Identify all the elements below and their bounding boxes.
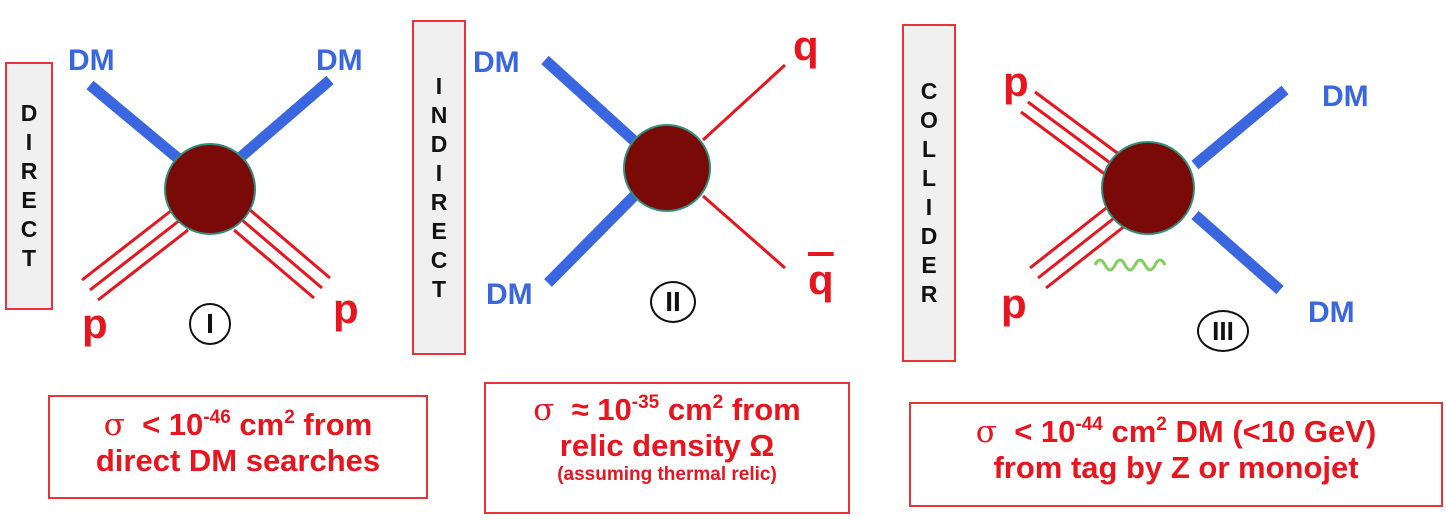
particle-label-dm: DM — [316, 44, 363, 77]
quark-line — [701, 63, 787, 142]
particle-label-dm: DM — [1322, 80, 1369, 113]
category-label-indirect: I N D I R E C T — [412, 20, 466, 355]
category-label-direct: D I R E C T — [5, 62, 53, 310]
antiquark-line — [702, 194, 786, 270]
cross-section-line: σ ≈ 10-35 cm2 from — [533, 392, 801, 428]
cross-section-source: direct DM searches — [95, 443, 381, 478]
proton-line — [1020, 90, 1121, 177]
cross-section-line: σ < 10-46 cm2 from — [103, 407, 373, 443]
particle-label-proton: p — [1003, 58, 1029, 105]
dm-line — [1191, 85, 1289, 170]
particle-label-dm: DM — [486, 278, 533, 311]
dm-line — [86, 80, 196, 175]
diagram-direct — [81, 75, 334, 302]
particle-label-dm: DM — [1308, 296, 1355, 329]
cross-section-source: from tag by Z or monojet — [993, 450, 1359, 485]
proton-line — [1029, 203, 1127, 290]
cross-section-source: relic density Ω — [559, 428, 775, 463]
cross-section-box-collider: σ < 10-44 cm2 DM (<10 GeV) from tag by Z… — [909, 402, 1443, 507]
interaction-vertex — [1101, 141, 1195, 235]
diagram-number-badge: III — [1197, 310, 1249, 352]
diagram-indirect — [541, 55, 787, 287]
cross-section-line: σ < 10-44 cm2 DM (<10 GeV) — [975, 414, 1377, 450]
antiquark-symbol: q — [808, 256, 834, 303]
particle-label-dm: DM — [473, 46, 520, 79]
particle-label-proton: p — [333, 285, 359, 332]
gluon-line — [1093, 258, 1167, 272]
diagram-collider — [1020, 85, 1289, 295]
proton-line — [81, 208, 189, 302]
dm-line — [224, 75, 334, 173]
particle-label-quark: q — [793, 22, 819, 69]
proton-line — [233, 208, 331, 300]
dm-line — [541, 55, 646, 153]
dm-line — [544, 184, 646, 287]
interaction-vertex — [623, 124, 711, 212]
particle-label-antiquark: q — [808, 256, 834, 304]
category-label-collider: C O L L I D E R — [902, 24, 956, 362]
cross-section-box-indirect: σ ≈ 10-35 cm2 from relic density Ω (assu… — [484, 382, 850, 514]
cross-section-note: (assuming thermal relic) — [557, 464, 777, 485]
dm-line — [1191, 210, 1284, 295]
diagram-number-badge: I — [189, 303, 231, 345]
diagram-number-badge: II — [650, 281, 696, 323]
cross-section-box-direct: σ < 10-46 cm2 from direct DM searches — [48, 395, 428, 499]
interaction-vertex — [164, 143, 256, 235]
particle-label-proton: p — [1001, 280, 1027, 327]
particle-label-dm: DM — [68, 44, 115, 77]
particle-label-proton: p — [82, 300, 108, 347]
